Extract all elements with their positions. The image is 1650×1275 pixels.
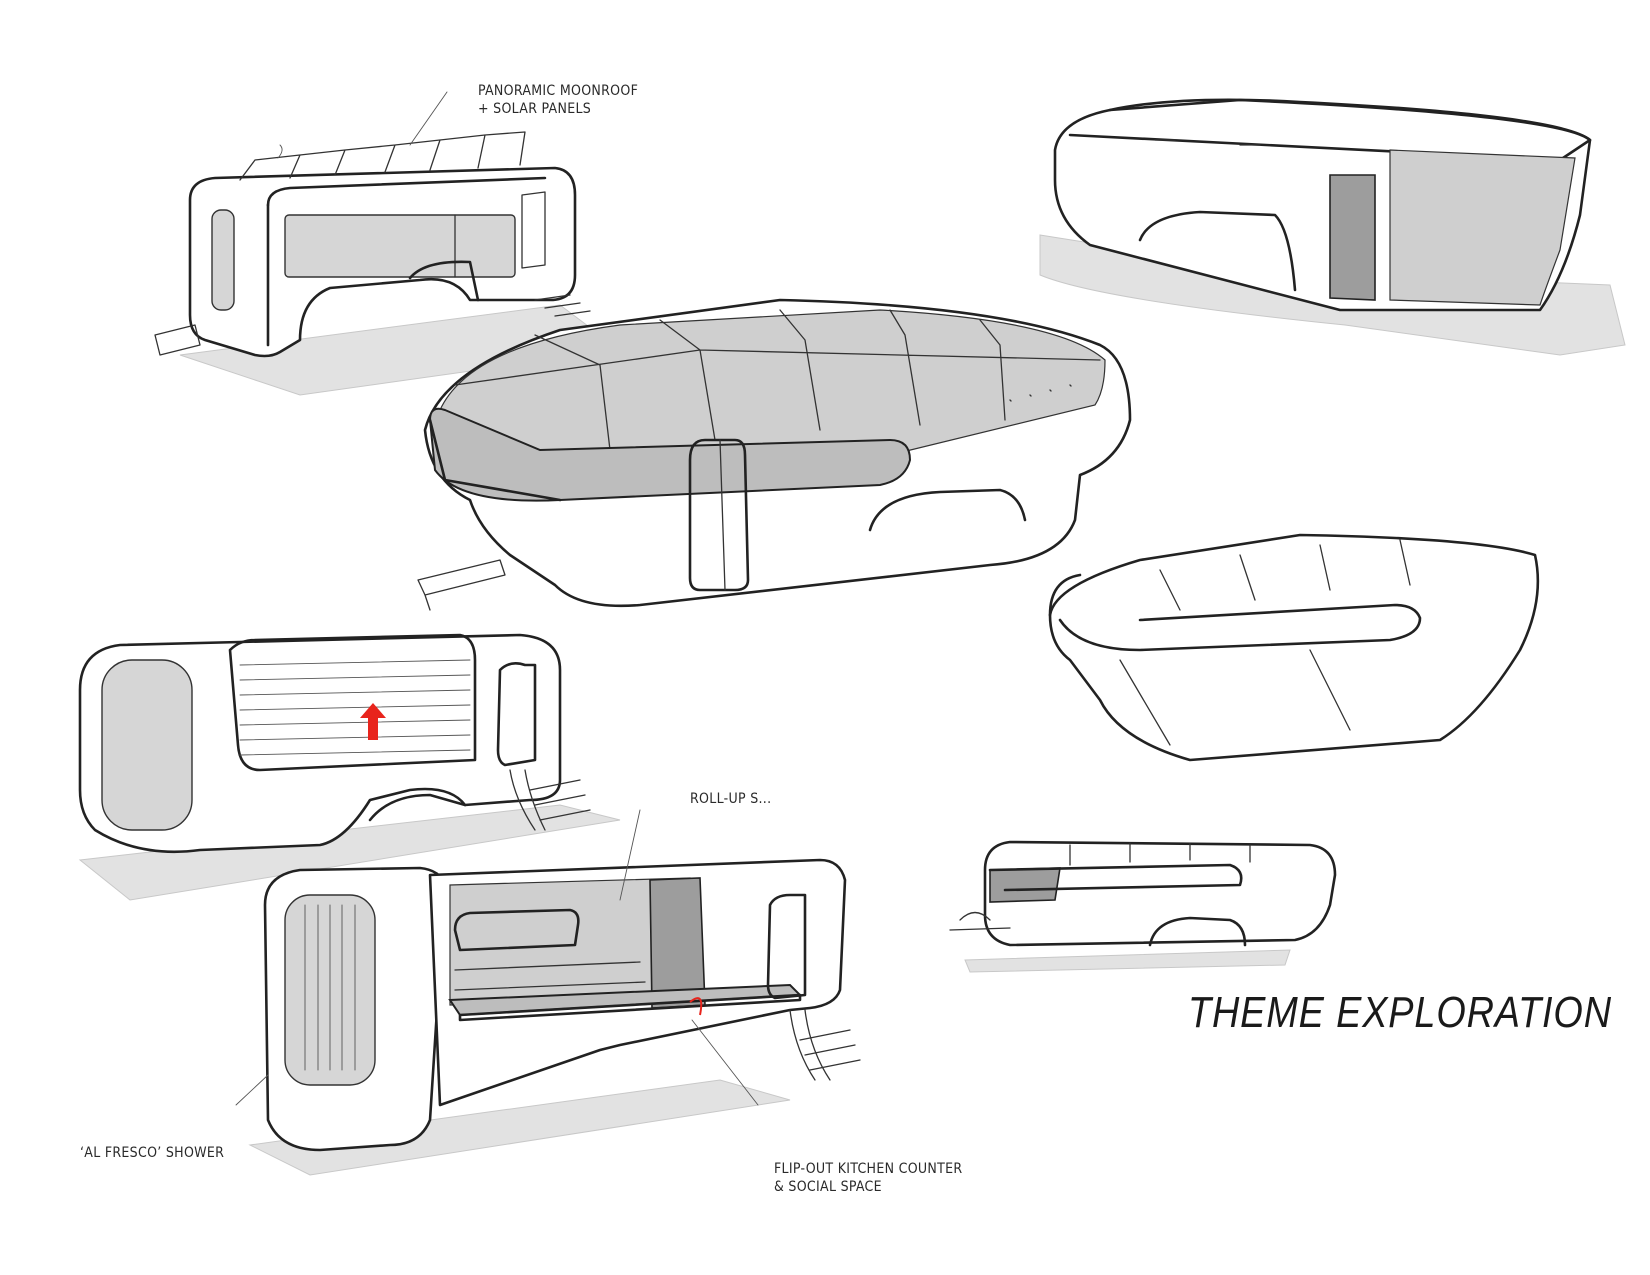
annotation-moonroof-line-1: PANORAMIC MOONROOF [478,83,639,99]
trailer-sketch-sleek-pod [1048,533,1540,762]
annotation-kitchen-line-1: FLIP-OUT KITCHEN COUNTER [774,1161,963,1177]
annotation-roll-up-text: ROLL-UP S... [690,791,772,807]
trailer-sketch-top-right [1039,98,1626,356]
annotation-shower-text: ‘AL FRESCO’ SHOWER [80,1145,225,1161]
annotation-kitchen-line-2: & SOCIAL SPACE [774,1179,882,1195]
trailer-sketch-roll-up-shutter [78,633,621,901]
trailer-sketch-small-pod [949,840,1337,973]
trailer-sketch-solar-panels [154,91,622,396]
trailer-sketch-flip-out-kitchen [235,809,861,1176]
annotation-moonroof-line-2: + SOLAR PANELS [478,101,592,117]
annotation-moonroof: PANORAMIC MOONROOF + SOLAR PANELS [478,82,638,118]
page-title: THEME EXPLORATION [1188,988,1612,1037]
annotation-kitchen: FLIP-OUT KITCHEN COUNTER & SOCIAL SPACE [774,1160,962,1196]
annotation-shower: ‘AL FRESCO’ SHOWER [80,1144,224,1162]
annotation-roll-up: ROLL-UP S... [690,790,771,808]
trailer-sketch-center-large [417,298,1132,611]
